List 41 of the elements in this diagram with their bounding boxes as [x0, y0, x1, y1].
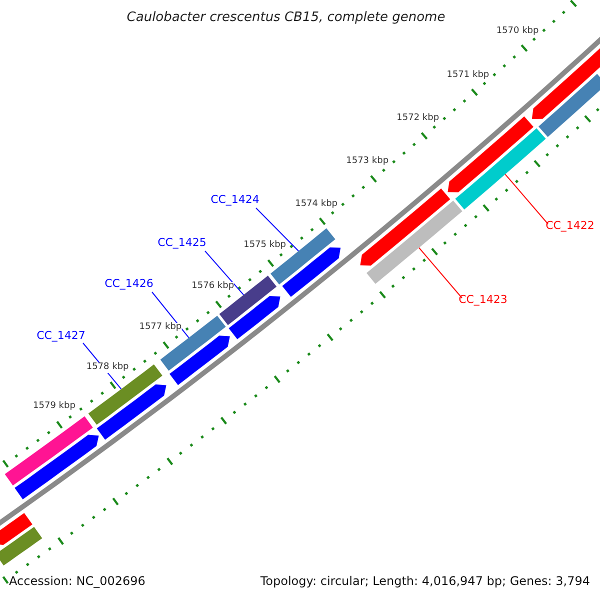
- scale-label: 1579 kbp: [33, 402, 76, 412]
- scale-label: 1570 kbp: [496, 27, 539, 37]
- pointed-gene-block: [228, 296, 280, 340]
- gene-bar: [219, 276, 277, 326]
- gene-label: CC_1427: [36, 330, 86, 342]
- gene-label: CC_1423: [458, 294, 508, 306]
- info-text: Topology: circular; Length: 4,016,947 bp; Genes: 3,794: [260, 574, 590, 588]
- scale-label: 1576 kbp: [192, 282, 234, 292]
- pointed-gene-block: [360, 188, 450, 266]
- scale-label: 1573 kbp: [346, 157, 389, 168]
- gene-label: CC_1426: [104, 278, 154, 290]
- leader-line: [418, 247, 462, 298]
- scale-label: 1577 kbp: [139, 323, 182, 333]
- gene-bar: [0, 526, 42, 566]
- pointed-gene-block: [14, 434, 99, 500]
- gene-label: CC_1425: [158, 236, 206, 250]
- gene-bar: [538, 74, 600, 137]
- gene-bar: [88, 364, 162, 425]
- gene-bar: [4, 416, 93, 486]
- scale-label: 1578 kbp: [86, 363, 129, 373]
- gene-bar: [366, 200, 462, 284]
- map-title: Caulobacter crescentus CB15, complete genome: [126, 10, 446, 26]
- leader-line: [504, 174, 548, 224]
- pointed-gene-block: [96, 384, 166, 440]
- info-text: Accession: NC_002696: [9, 574, 146, 588]
- pointed-gene-block: [170, 336, 230, 386]
- gene-bar: [160, 316, 226, 371]
- pointed-gene-block: [0, 513, 32, 545]
- gene-label: CC_1422: [546, 220, 594, 232]
- pointed-gene-block: [448, 116, 534, 192]
- scale-label: 1575 kbp: [244, 241, 286, 252]
- gene-bar: [270, 228, 336, 284]
- pointed-gene-block: [532, 48, 600, 119]
- scale-label: 1574 kbp: [295, 200, 338, 210]
- leader-line: [152, 292, 190, 338]
- leader-line: [256, 208, 299, 252]
- gene-label: CC_1424: [210, 194, 260, 206]
- gene-bar: [455, 128, 546, 210]
- scale-label: 1572 kbp: [396, 114, 440, 124]
- scale-label: 1571 kbp: [446, 71, 490, 81]
- pointed-gene-block: [282, 247, 341, 297]
